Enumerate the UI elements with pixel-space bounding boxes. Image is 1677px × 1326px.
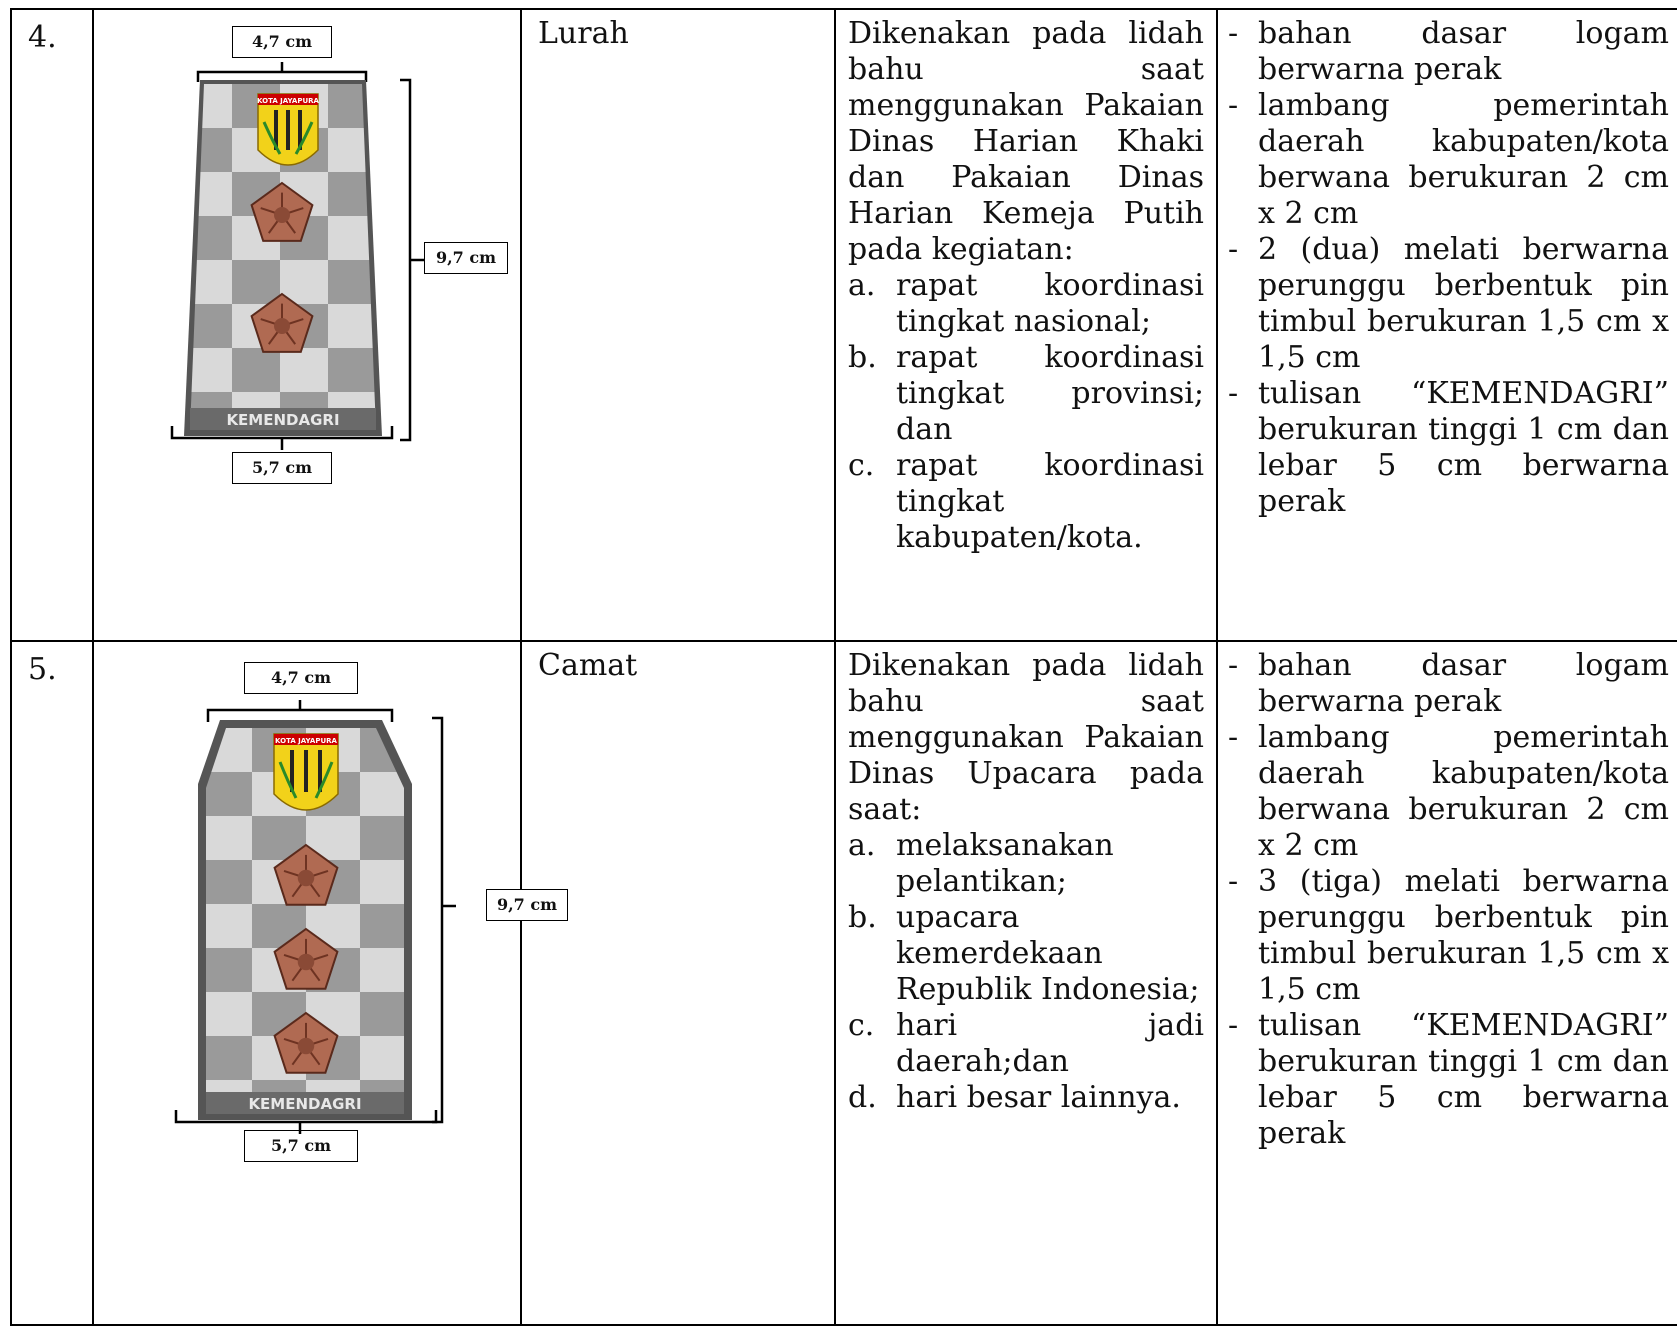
spec-list: -bahan dasar logam berwarna perak -lamba… (1228, 648, 1669, 1152)
dim-bottom-label: 5,7 cm (244, 1130, 358, 1162)
epaulette-spec-table: 4. 4,7 cm 9,7 cm 5,7 cm (10, 8, 1677, 1326)
epaulette-camat: KOTA JAYAPURA KEMENDAGRI (174, 700, 456, 1134)
dim-bottom-label: 5,7 cm (232, 452, 332, 484)
epaulette-figure-camat: 4,7 cm 9,7 cm 5,7 cm KOTA JAYAPURA (92, 640, 568, 1326)
table-row: 4. 4,7 cm 9,7 cm 5,7 cm (10, 8, 1677, 642)
spesifikasi-cell: -bahan dasar logam berwarna perak -lamba… (1216, 640, 1677, 1326)
table-row: 5. 4,7 cm 9,7 cm 5,7 cm KOTA JAYAPURA (10, 640, 1677, 1326)
row-number: 4. (10, 8, 94, 642)
emblem-icon: KOTA JAYAPURA (273, 733, 339, 811)
ket-intro: Dikenakan pada lidah bahu saat menggunak… (848, 16, 1204, 267)
list-item: b.upacara kemerdekaan Republik Indonesia… (848, 900, 1200, 1007)
list-item: -bahan dasar logam berwarna perak (1228, 16, 1669, 87)
emblem-icon: KOTA JAYAPURA (257, 93, 320, 166)
emblem-label: KOTA JAYAPURA (257, 97, 320, 105)
list-item: a.melaksanakan pelantikan; (848, 828, 1114, 899)
list-item: c.hari jadi daerah;dan (848, 1008, 1204, 1079)
jabatan-cell: Camat (520, 640, 836, 1326)
list-item: -tulisan “KEMENDAGRI” berukuran tinggi 1… (1228, 1008, 1669, 1151)
ket-intro: Dikenakan pada lidah bahu saat menggunak… (848, 648, 1204, 827)
emblem-label: KOTA JAYAPURA (275, 737, 338, 745)
dim-side-label: 9,7 cm (486, 889, 568, 921)
spesifikasi-cell: -bahan dasar logam berwarna perak -lamba… (1216, 8, 1677, 642)
list-item: -2 (dua) melati berwarna perunggu berben… (1228, 232, 1669, 375)
list-item: b.rapat koordinasi tingkat provinsi; dan (848, 340, 1204, 447)
list-item: c.rapat koordinasi tingkat kabupaten/kot… (848, 448, 1204, 555)
ket-list: a.melaksanakan pelantikan; b.upacara kem… (848, 828, 1204, 1116)
list-item: d.hari besar lainnya. (848, 1080, 1181, 1115)
list-item: a.rapat koordinasi tingkat nasional; (848, 268, 1204, 339)
dim-side-label: 9,7 cm (424, 242, 508, 274)
jabatan-cell: Lurah (520, 8, 836, 642)
keterangan-cell: Dikenakan pada lidah bahu saat menggunak… (834, 640, 1218, 1326)
epaulette-lurah: KOTA JAYAPURA KEMENDAGRI (170, 62, 424, 450)
list-item: -bahan dasar logam berwarna perak (1228, 648, 1669, 719)
list-item: -lambang pemerintah daerah kabupaten/kot… (1228, 88, 1669, 231)
spec-list: -bahan dasar logam berwarna perak -lamba… (1228, 16, 1669, 520)
list-item: -3 (tiga) melati berwarna perunggu berbe… (1228, 864, 1669, 1007)
keterangan-cell: Dikenakan pada lidah bahu saat menggunak… (834, 8, 1218, 642)
kemendagri-bar: KEMENDAGRI (226, 411, 339, 429)
list-item: -tulisan “KEMENDAGRI” berukuran tinggi 1… (1228, 376, 1669, 519)
list-item: -lambang pemerintah daerah kabupaten/kot… (1228, 720, 1669, 863)
epaulette-figure-lurah: 4,7 cm 9,7 cm 5,7 cm (92, 8, 522, 642)
ket-list: a.rapat koordinasi tingkat nasional; b.r… (848, 268, 1204, 556)
dim-top-label: 4,7 cm (244, 662, 358, 694)
dim-top-label: 4,7 cm (232, 26, 332, 58)
row-number: 5. (10, 640, 94, 1326)
kemendagri-bar: KEMENDAGRI (248, 1095, 361, 1113)
